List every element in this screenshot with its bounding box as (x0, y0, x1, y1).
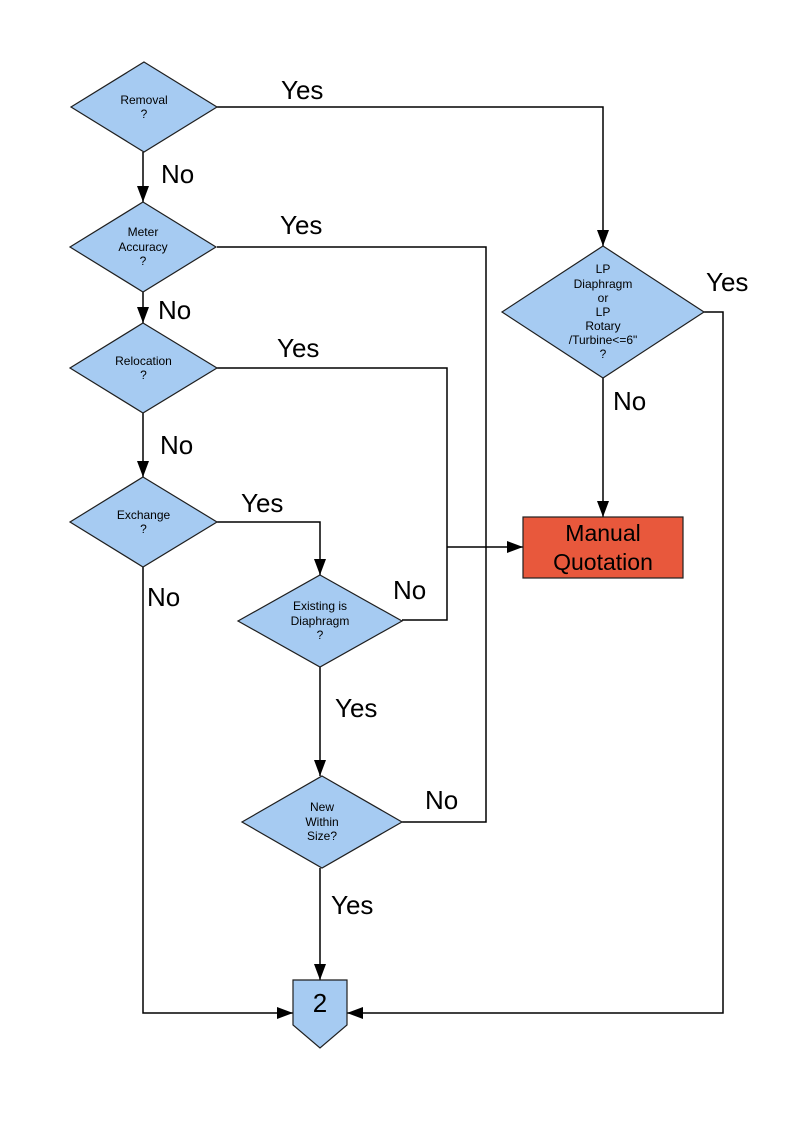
decision-exchange (68, 476, 219, 568)
process-manual-quotation (522, 516, 684, 579)
edge-label-removal-yes: Yes (281, 75, 324, 105)
edge-label-lp-no: No (613, 386, 647, 416)
edge-lp-yes (347, 311, 724, 1019)
edge-label-existing-no: No (393, 575, 427, 605)
edge-label-meter-accuracy-yes: Yes (280, 210, 323, 240)
edge-exchange-no (142, 567, 293, 1019)
edge-label-relocation-yes: Yes (277, 333, 320, 363)
edge-label-meter-accuracy-no: No (158, 295, 192, 325)
edge-exchange-yes (217, 521, 326, 575)
edge-label-new-within-yes: Yes (331, 890, 374, 920)
edge-meter-accuracy-yes (217, 246, 487, 823)
decision-removal (69, 61, 219, 153)
edge-label-relocation-no: No (160, 430, 194, 460)
decision-lp-type (500, 245, 706, 379)
edge-label-lp-yes: Yes (706, 267, 749, 297)
edge-label-removal-no: No (161, 159, 195, 189)
edge-removal-yes (217, 106, 609, 246)
decision-existing-is-diaphragm (236, 574, 404, 668)
decision-relocation (68, 322, 219, 414)
edge-label-exchange-no: No (147, 582, 181, 612)
offpage-connector-2 (292, 979, 348, 1049)
edge-label-new-within-no: No (425, 785, 459, 815)
edge-relocation-yes-and-existing-no (217, 367, 448, 621)
edge-label-existing-yes: Yes (335, 693, 378, 723)
decision-meter-accuracy (68, 201, 218, 293)
edge-label-exchange-yes: Yes (241, 488, 284, 518)
decision-new-within-size (240, 775, 404, 869)
